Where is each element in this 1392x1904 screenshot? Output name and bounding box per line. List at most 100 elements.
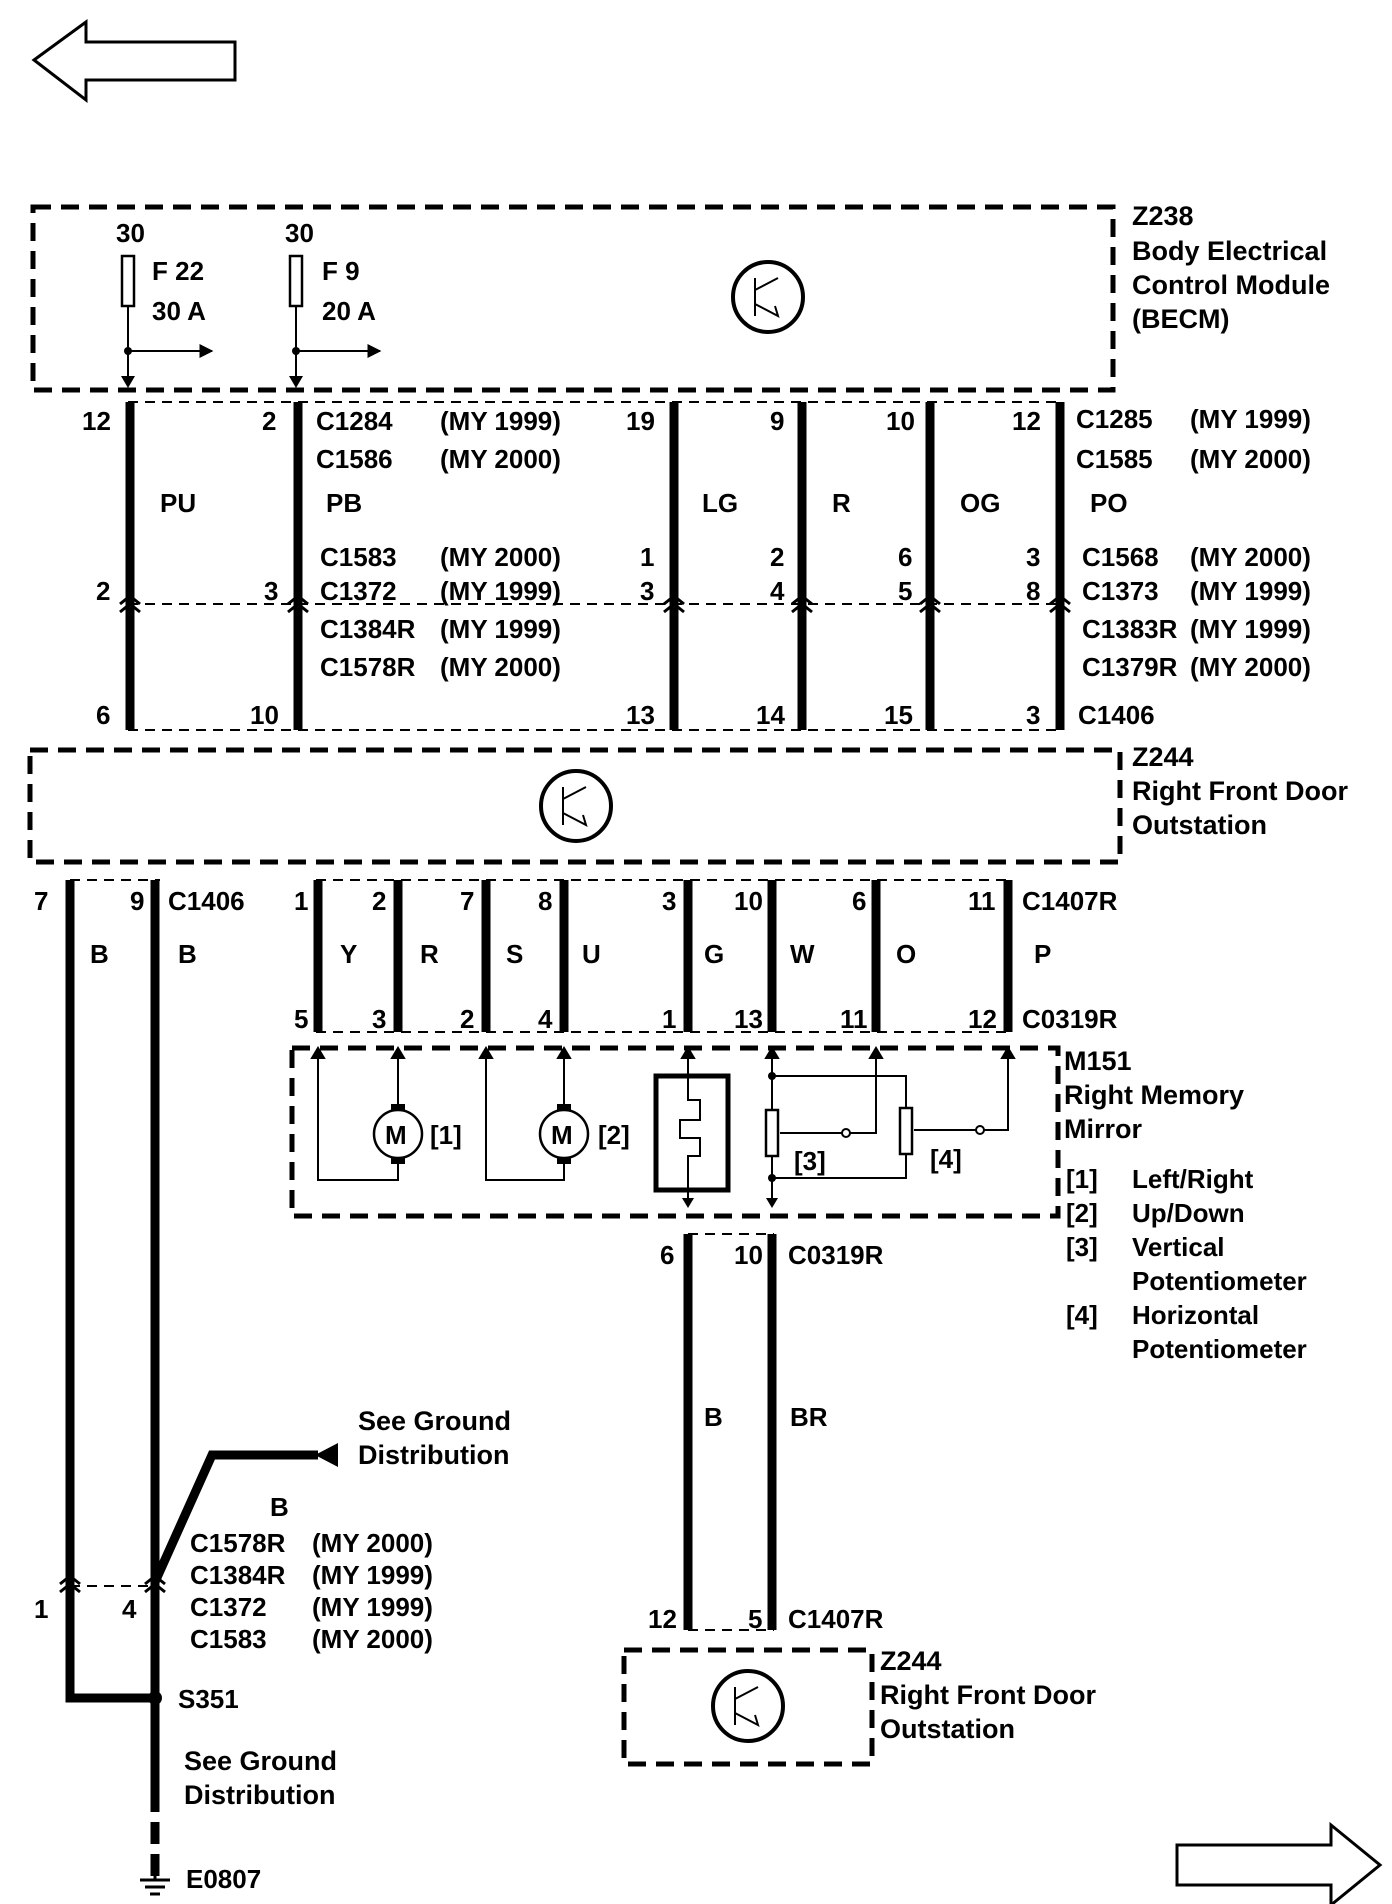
previous-page-arrow-icon[interactable] xyxy=(31,19,237,104)
connector-code: C1379R xyxy=(1082,652,1178,682)
connector-year: (MY 2000) xyxy=(1190,542,1311,572)
see-ground-text: Distribution xyxy=(184,1780,335,1810)
connector-year: (MY 1999) xyxy=(440,614,561,644)
becm-module xyxy=(30,204,1116,393)
legend-ref: [2] xyxy=(1066,1198,1098,1228)
connector-year: (MY 2000) xyxy=(440,542,561,572)
connector-year: (MY 1999) xyxy=(440,576,561,606)
wire-color-label: B xyxy=(90,939,109,969)
connector-year: (MY 2000) xyxy=(1190,444,1311,474)
connector-year: (MY 2000) xyxy=(1190,652,1311,682)
see-ground-text: Distribution xyxy=(358,1440,509,1470)
legend-ref: [4] xyxy=(1066,1300,1098,1330)
pin-label: 2 xyxy=(460,1004,474,1034)
pin-label: 1 xyxy=(294,886,308,916)
pin-label: 3 xyxy=(264,576,278,606)
becm-name-line-3: (BECM) xyxy=(1132,304,1229,334)
pin-label: 3 xyxy=(640,576,654,606)
motor-ref: [1] xyxy=(430,1120,462,1150)
wire-color-label: B xyxy=(178,939,197,969)
potentiometer-horizontal-icon: [4] xyxy=(772,1058,1009,1179)
wire-color-label: PO xyxy=(1090,488,1128,518)
pin-label: 12 xyxy=(1012,406,1041,436)
connector-code: C0319R xyxy=(1022,1004,1118,1034)
heater-element-icon xyxy=(653,1058,731,1208)
pin-label: 9 xyxy=(130,886,144,916)
pin-label: 6 xyxy=(660,1240,674,1270)
connector-code: C1407R xyxy=(788,1604,884,1634)
fuse-f9: 30 F 9 20 A xyxy=(285,218,382,388)
connector-year: (MY 1999) xyxy=(1190,404,1311,434)
connector-year: (MY 1999) xyxy=(312,1560,433,1590)
wire-b-ground-1 xyxy=(65,880,150,1703)
legend-text: Horizontal xyxy=(1132,1300,1259,1330)
becm-id: Z238 xyxy=(1132,201,1194,231)
legend-text: Potentiometer xyxy=(1132,1334,1307,1364)
legend-text: Vertical xyxy=(1132,1232,1225,1262)
pin-label: 5 xyxy=(748,1604,762,1634)
connector-code: C0319R xyxy=(788,1240,884,1270)
connector-code: C1372 xyxy=(320,576,397,606)
fuse-f9-amps: 20 A xyxy=(322,296,376,326)
pin-label: 5 xyxy=(294,1004,308,1034)
pin-label: 6 xyxy=(96,700,110,730)
see-ground-text: See Ground xyxy=(358,1406,511,1436)
wire-color-label: BR xyxy=(790,1402,828,1432)
connector-code: C1373 xyxy=(1082,576,1159,606)
connector-code: C1285 xyxy=(1076,404,1153,434)
pin-label: 13 xyxy=(626,700,655,730)
legend-text: Up/Down xyxy=(1132,1198,1245,1228)
wire-color-label: U xyxy=(582,939,601,969)
pin-label: 2 xyxy=(96,576,110,606)
pin-label: 2 xyxy=(770,542,784,572)
pin-label: 3 xyxy=(662,886,676,916)
pin-label: 11 xyxy=(840,1004,868,1034)
ground-point-label: E0807 xyxy=(186,1864,261,1894)
fuse-f22: 30 F 22 30 A xyxy=(116,218,214,388)
pin-label: 7 xyxy=(460,886,474,916)
fuse-f9-label: F 9 xyxy=(322,256,360,286)
splice-dot xyxy=(148,1691,162,1705)
potentiometer-vertical-icon: [3] xyxy=(764,1058,907,1208)
connector-code: C1372 xyxy=(190,1592,267,1622)
splice-label: S351 xyxy=(178,1684,239,1714)
pin-label: 4 xyxy=(538,1004,553,1034)
connector-code: C1568 xyxy=(1082,542,1159,572)
pin-label: 3 xyxy=(1026,700,1040,730)
fuse-f22-amps: 30 A xyxy=(152,296,206,326)
wire-color-label: W xyxy=(790,939,815,969)
transistor-icon xyxy=(731,260,805,334)
mirror-legend: [1] Left/Right [2] Up/Down [3] Vertical … xyxy=(1066,1164,1307,1364)
outstation-module xyxy=(27,747,1123,865)
outstation-name-line-1: Right Front Door xyxy=(1132,776,1348,806)
connector-year: (MY 1999) xyxy=(1190,576,1311,606)
motor-left-right-icon: M [1] xyxy=(317,1058,462,1181)
outstation-id: Z244 xyxy=(1132,742,1194,772)
connector-code: C1384R xyxy=(320,614,416,644)
motor-symbol: M xyxy=(551,1120,573,1150)
wire-color-label: OG xyxy=(960,488,1000,518)
outstation-2-name-line-1: Right Front Door xyxy=(880,1680,1096,1710)
inline-connector-marks xyxy=(59,1574,166,1594)
connector-code: C1284 xyxy=(316,406,393,436)
motor-symbol: M xyxy=(385,1120,407,1150)
wire-color-label: G xyxy=(704,939,724,969)
mirror-id: M151 xyxy=(1064,1046,1132,1076)
ground-symbol-icon xyxy=(140,1870,170,1896)
wire-color-label: R xyxy=(832,488,851,518)
wire-color-label: PU xyxy=(160,488,196,518)
next-page-arrow-icon[interactable] xyxy=(1175,1821,1383,1904)
pin-label: 9 xyxy=(770,406,784,436)
connector-year: (MY 2000) xyxy=(312,1528,433,1558)
mirror-name-line-2: Mirror xyxy=(1064,1114,1143,1144)
motor-up-down-icon: M [2] xyxy=(485,1058,630,1181)
connector-code: C1406 xyxy=(1078,700,1155,730)
wire-color-label: R xyxy=(420,939,439,969)
connector-year: (MY 1999) xyxy=(1190,614,1311,644)
pin-label: 12 xyxy=(82,406,111,436)
pin-label: 1 xyxy=(34,1594,48,1624)
pin-label: 15 xyxy=(884,700,913,730)
outstation-2-id: Z244 xyxy=(880,1646,942,1676)
connector-code: C1383R xyxy=(1082,614,1178,644)
